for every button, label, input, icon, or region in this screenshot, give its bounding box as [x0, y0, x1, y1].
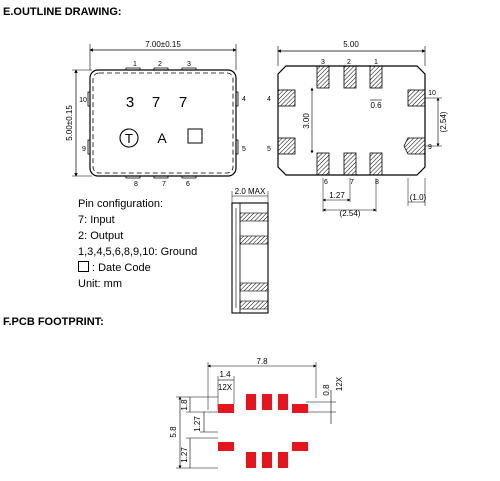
fp-height-label: 5.8 [169, 426, 178, 438]
top-pin-4: 4 [242, 96, 246, 103]
fp-pad [262, 452, 272, 468]
bottom-side-pitch-label: (2.54) [439, 111, 448, 132]
side-height-label: 2.0 MAX [235, 187, 266, 196]
bottom-pad-small-label: 0.6 [370, 101, 382, 110]
bottom-inner-height-label: 3.00 [302, 113, 311, 129]
top-pin-8: 8 [134, 181, 138, 188]
pin-config-title: Pin configuration: [78, 198, 163, 210]
bottom-pin-8: 8 [375, 179, 379, 186]
bottom-pad-pitch-label: (2.54) [340, 209, 361, 218]
fp-pad [278, 394, 288, 410]
bottom-pad-width-label: 1.27 [329, 191, 345, 200]
marking-a: A [157, 130, 167, 146]
fp-pad-top-count: 12X [218, 383, 233, 392]
fp-pad [292, 404, 308, 413]
side-view: 2.0 MAX [231, 187, 269, 314]
pcb-footprint: 7.8 1.4 12X 0.8 12X 5.8 1.8 1.27 1.27 [169, 357, 344, 469]
pin-config-datecode: : Date Code [78, 260, 197, 276]
top-pin-3: 3 [187, 61, 191, 68]
top-pin-1: 1 [133, 61, 137, 68]
top-pin-2: 2 [158, 61, 162, 68]
pin-config-output: 2: Output [78, 230, 124, 242]
fp-pad [246, 394, 256, 410]
outline-heading: E.OUTLINE DRAWING: [3, 6, 122, 18]
fp-pitch-2-label: 1.27 [193, 416, 202, 432]
top-pin-5: 5 [242, 146, 246, 153]
bottom-pin-7: 7 [350, 179, 354, 186]
pin-config-input: 7: Input [78, 214, 115, 226]
bottom-pin-3: 3 [321, 59, 325, 66]
fp-pad [262, 394, 272, 410]
pin-config-unit: Unit: mm [78, 278, 122, 290]
pin-configuration: Pin configuration: 7: Input 2: Output 1,… [78, 196, 197, 292]
top-width-label: 7.00±0.15 [145, 40, 181, 49]
fp-pad [218, 404, 234, 413]
bottom-pin-2: 2 [347, 59, 351, 66]
bottom-pin-6: 6 [324, 179, 328, 186]
top-pin-9: 9 [82, 146, 86, 153]
marking-char-3: 7 [179, 94, 187, 111]
bottom-pin-10: 10 [428, 90, 436, 97]
package-body-outline [89, 69, 237, 177]
fp-width-label: 7.8 [256, 357, 268, 366]
bottom-edge-label: (1.0) [410, 193, 427, 202]
bottom-pin-9: 9 [428, 144, 432, 151]
footprint-heading: F.PCB FOOTPRINT: [3, 316, 104, 328]
marking-circle [119, 128, 139, 148]
pin-config-datecode-text: : Date Code [92, 262, 151, 274]
bottom-pin-4: 4 [267, 96, 271, 103]
bottom-pin-1: 1 [374, 59, 378, 66]
fp-pad [292, 442, 308, 451]
top-height-label: 5.00±0.15 [65, 105, 74, 141]
fp-pads [218, 394, 308, 468]
marking-t: T [125, 131, 133, 146]
marking-char-2: 7 [152, 94, 160, 111]
fp-pad [218, 442, 234, 451]
bottom-view: 5.00 3.00 0.6 (2.54) 3 2 1 6 7 8 4 5 1 [267, 40, 448, 218]
date-code-square-icon [78, 261, 89, 272]
bottom-pin-5: 5 [267, 146, 271, 153]
top-pin-6: 6 [186, 181, 190, 188]
fp-pad [246, 452, 256, 468]
top-view: 7.00±0.15 5.00±0.15 1 2 3 8 7 6 10 9 4 5… [65, 40, 246, 188]
date-code-box [187, 128, 203, 144]
marking-char-1: 3 [126, 94, 134, 111]
fp-pad-right-count: 12X [335, 376, 344, 391]
fp-pitch-1-label: 1.8 [180, 399, 189, 411]
fp-pitch-3-label: 1.27 [180, 447, 189, 463]
top-pin-10: 10 [79, 97, 87, 104]
fp-pad-top-label: 1.4 [219, 370, 231, 379]
pin-config-ground: 1,3,4,5,6,8,9,10: Ground [78, 246, 198, 258]
bottom-width-label: 5.00 [343, 40, 359, 49]
fp-pad [278, 452, 288, 468]
fp-pad-right-label: 0.8 [322, 384, 331, 396]
top-pin-7: 7 [162, 181, 166, 188]
